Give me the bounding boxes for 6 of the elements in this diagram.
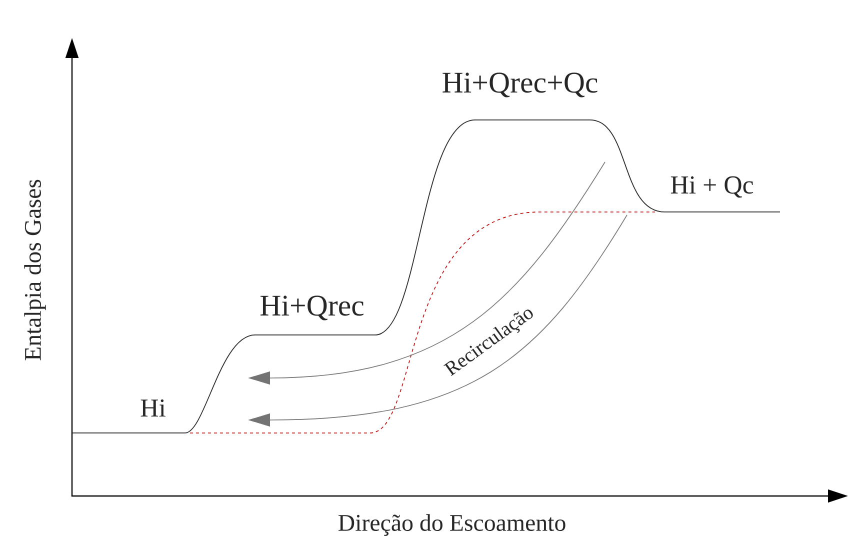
axis-label: Direção do Escoamento xyxy=(338,514,566,536)
curve-label: Hi + Qc xyxy=(670,176,754,198)
curve-label: Hi+Qrec xyxy=(260,296,364,320)
curve-label: Hi xyxy=(140,399,166,417)
curve-label: Hi+Qrec+Qc xyxy=(442,72,598,98)
axis-label: Entalpia dos Gases xyxy=(24,180,46,360)
